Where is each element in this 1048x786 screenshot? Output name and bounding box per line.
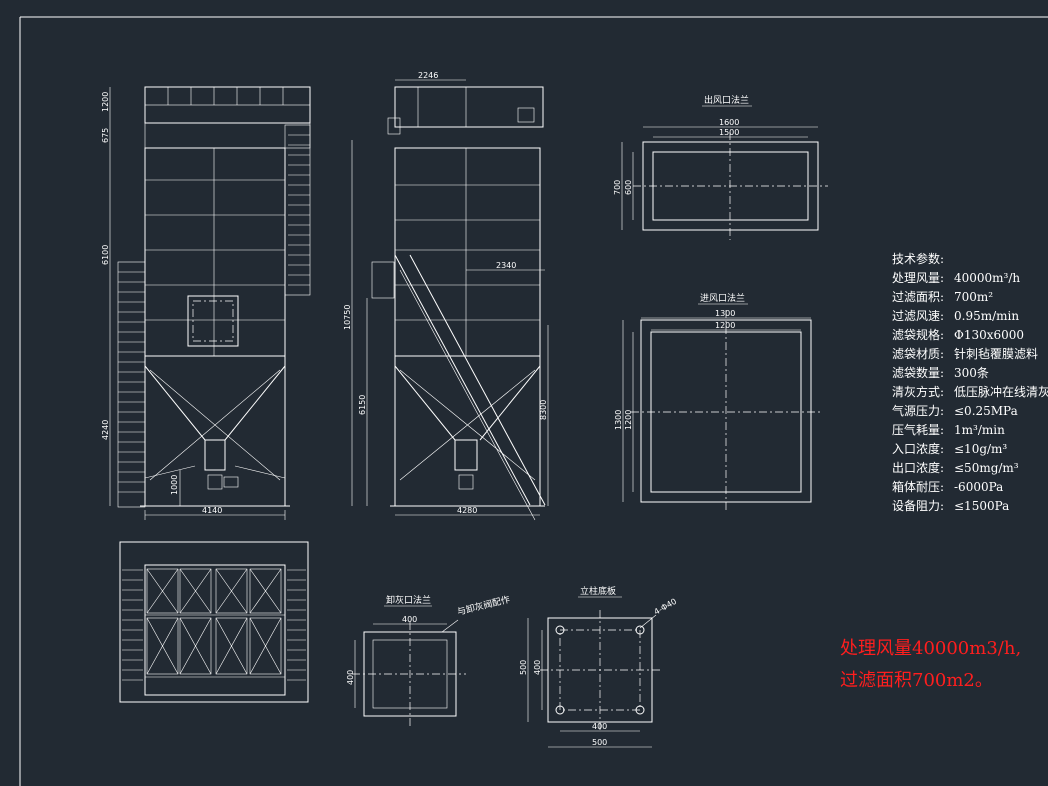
outlet-h-inner: 600 xyxy=(624,180,633,195)
front-width-dim: 4140 xyxy=(202,506,222,515)
base-w-inner: 400 xyxy=(592,722,607,731)
side-top-width-dim: 2246 xyxy=(418,71,438,80)
outlet-flange-view: 出风口法兰 1600 1500 700 600 xyxy=(613,94,828,240)
front-leg-dim: 1000 xyxy=(170,475,179,495)
spec-row: 设备阻力:≤1500Pa xyxy=(892,499,1010,513)
base-w-outer: 500 xyxy=(592,738,607,747)
ash-w-dim: 400 xyxy=(402,615,417,624)
outlet-w-inner: 1500 xyxy=(719,128,739,137)
spec-row: 滤袋规格:Φ130x6000 xyxy=(892,328,1025,342)
front-hopper-dim: 4240 xyxy=(101,420,110,440)
outlet-h-outer: 700 xyxy=(613,180,622,195)
side-right-height-dim: 8300 xyxy=(539,400,548,420)
front-top1-dim: 1200 xyxy=(101,92,110,112)
spec-row: 处理风量:40000m³/h xyxy=(892,271,1021,285)
red-note-line2: 过滤面积700m2。 xyxy=(840,670,993,691)
base-plate-hole-label: 4-Φ40 xyxy=(653,597,679,617)
spec-row: 过滤风速:0.95m/min xyxy=(892,309,1020,323)
spec-row: 气源压力:≤0.25MPa xyxy=(892,404,1018,418)
spec-row: 压气耗量:1m³/min xyxy=(892,423,1005,437)
inlet-h-inner: 1200 xyxy=(624,410,633,430)
outlet-w-outer: 1600 xyxy=(719,118,739,127)
spec-row: 过滤面积:700m² xyxy=(892,290,994,304)
ash-flange-view: 卸灰口法兰 与卸灰阀配作 400 400 xyxy=(346,593,511,726)
side-bottom-width-dim: 4280 xyxy=(457,506,477,515)
spec-row: 入口浓度:≤10g/m³ xyxy=(892,442,1008,456)
ash-h-dim: 400 xyxy=(346,670,355,685)
ash-flange-note: 与卸灰阀配作 xyxy=(456,593,511,618)
outlet-flange-title: 出风口法兰 xyxy=(704,94,749,106)
sheet-border xyxy=(19,16,1048,786)
plan-view xyxy=(119,541,309,703)
spec-row: 滤袋数量:300条 xyxy=(892,366,989,380)
inlet-flange-title: 进风口法兰 xyxy=(700,292,745,304)
inlet-h-outer: 1300 xyxy=(614,410,623,430)
red-note-line1: 处理风量40000m3/h, xyxy=(840,638,1022,659)
side-ladder-dim: 2340 xyxy=(496,261,516,270)
spec-row: 清灰方式:低压脉冲在线清灰 xyxy=(892,385,1048,399)
side-elevation-view: 2246 2340 10750 6150 8300 4280 xyxy=(343,71,549,521)
side-mid-height-dim: 6150 xyxy=(358,395,367,415)
base-h-outer: 500 xyxy=(519,660,528,675)
spec-row: 箱体耐压:-6000Pa xyxy=(892,480,1004,494)
inlet-w-inner: 1200 xyxy=(715,321,735,330)
ash-flange-title: 卸灰口法兰 xyxy=(386,594,431,606)
spec-row: 出口浓度:≤50mg/m³ xyxy=(892,461,1019,475)
side-total-height-dim: 10750 xyxy=(343,305,352,330)
front-body-dim: 6100 xyxy=(101,245,110,265)
front-top2-dim: 675 xyxy=(101,128,110,143)
front-elevation-view: 4140 1200 675 6100 4240 1000 xyxy=(101,86,311,520)
base-plate-title: 立柱底板 xyxy=(580,585,616,597)
spec-title: 技术参数: xyxy=(892,252,945,266)
spec-row: 滤袋材质:针刺毡覆膜滤料 xyxy=(892,347,1039,361)
inlet-w-outer: 1300 xyxy=(715,309,735,318)
base-plate-view: 立柱底板 4-Φ40 500 400 400 500 xyxy=(519,585,679,748)
base-h-inner: 400 xyxy=(533,660,542,675)
inlet-flange-view: 进风口法兰 1300 1200 1300 1200 xyxy=(614,292,821,512)
